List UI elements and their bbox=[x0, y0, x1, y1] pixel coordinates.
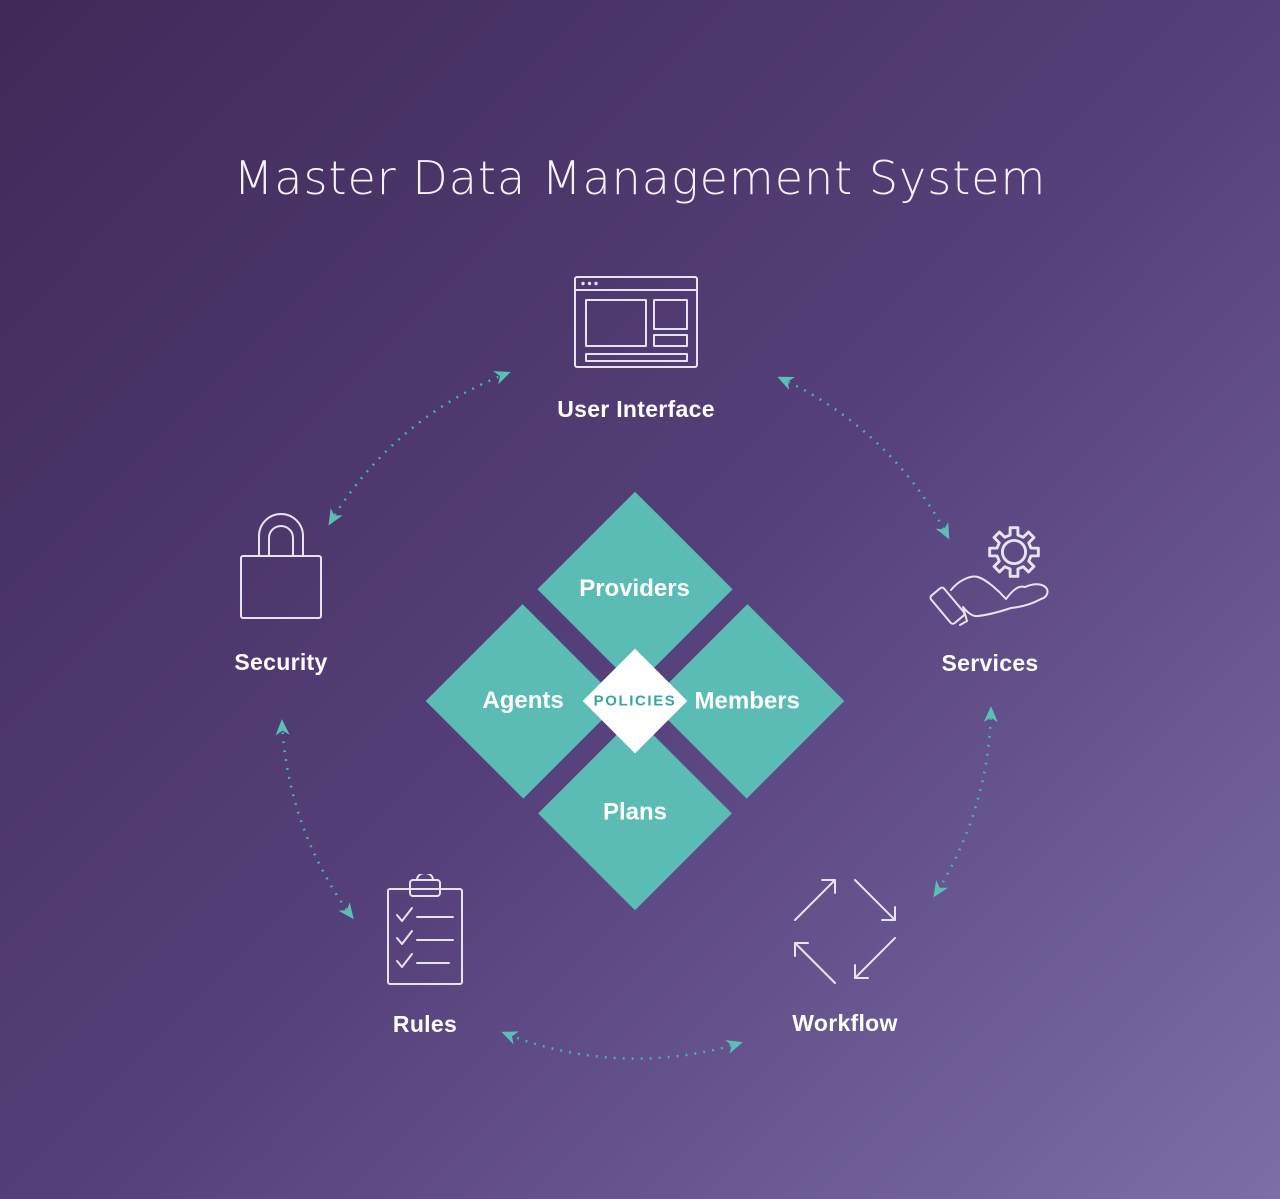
node-label-rules: Rules bbox=[392, 1011, 458, 1037]
node-services: Services bbox=[870, 520, 1110, 677]
node-label-workflow: Workflow bbox=[792, 1010, 898, 1036]
open-hand-icon bbox=[929, 575, 1049, 626]
node-label-security: Security bbox=[234, 649, 328, 675]
node-label-services: Services bbox=[941, 650, 1039, 676]
policies-label: POLICIES bbox=[593, 692, 677, 710]
connector-arc-services-workflow bbox=[933, 706, 998, 898]
diamond-label-providers: Providers bbox=[579, 574, 691, 602]
node-label-user-interface: User Interface bbox=[557, 396, 715, 422]
connector-arc-user-interface-services bbox=[777, 376, 950, 540]
padlock-icon bbox=[240, 513, 322, 619]
page-title: Master Data Management System bbox=[233, 150, 1047, 205]
node-workflow: Workflow bbox=[725, 876, 965, 1037]
node-rules: Rules bbox=[305, 874, 545, 1038]
checklist-clipboard-icon bbox=[387, 874, 463, 985]
diamond-label-plans: Plans bbox=[602, 799, 668, 827]
node-user-interface: User Interface bbox=[516, 276, 756, 423]
connector-arc-security-user-interface bbox=[328, 371, 511, 526]
gear-in-hand-icon bbox=[929, 526, 1049, 626]
cycle-arrows-icon bbox=[794, 879, 896, 984]
diamond-label-members: Members bbox=[694, 687, 800, 714]
diamond-label-agents: Agents bbox=[482, 687, 564, 714]
gear-icon bbox=[988, 526, 1040, 578]
browser-window-icon bbox=[574, 276, 698, 368]
node-security: Security bbox=[161, 512, 401, 676]
